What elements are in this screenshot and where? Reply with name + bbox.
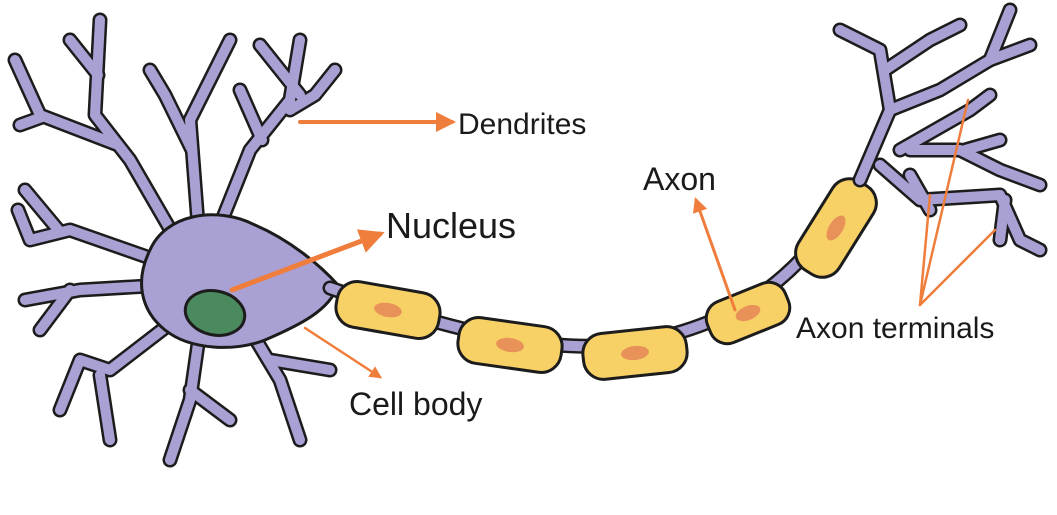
myelin-sheath [788,171,884,285]
neuron-cell [15,20,338,460]
myelin-sheath [455,315,564,375]
myelin-sheath [581,325,689,382]
axon-terminals-label: Axon terminals [796,312,994,345]
myelin-sheaths [333,171,884,381]
nucleus-label: Nucleus [386,205,516,246]
dendrites-label: Dendrites [458,108,586,141]
axon-label: Axon [643,161,716,197]
cell-body-label: Cell body [349,386,482,422]
axon-arrow [696,200,735,310]
myelin-sheath [701,277,795,349]
myelin-sheath [333,278,443,341]
